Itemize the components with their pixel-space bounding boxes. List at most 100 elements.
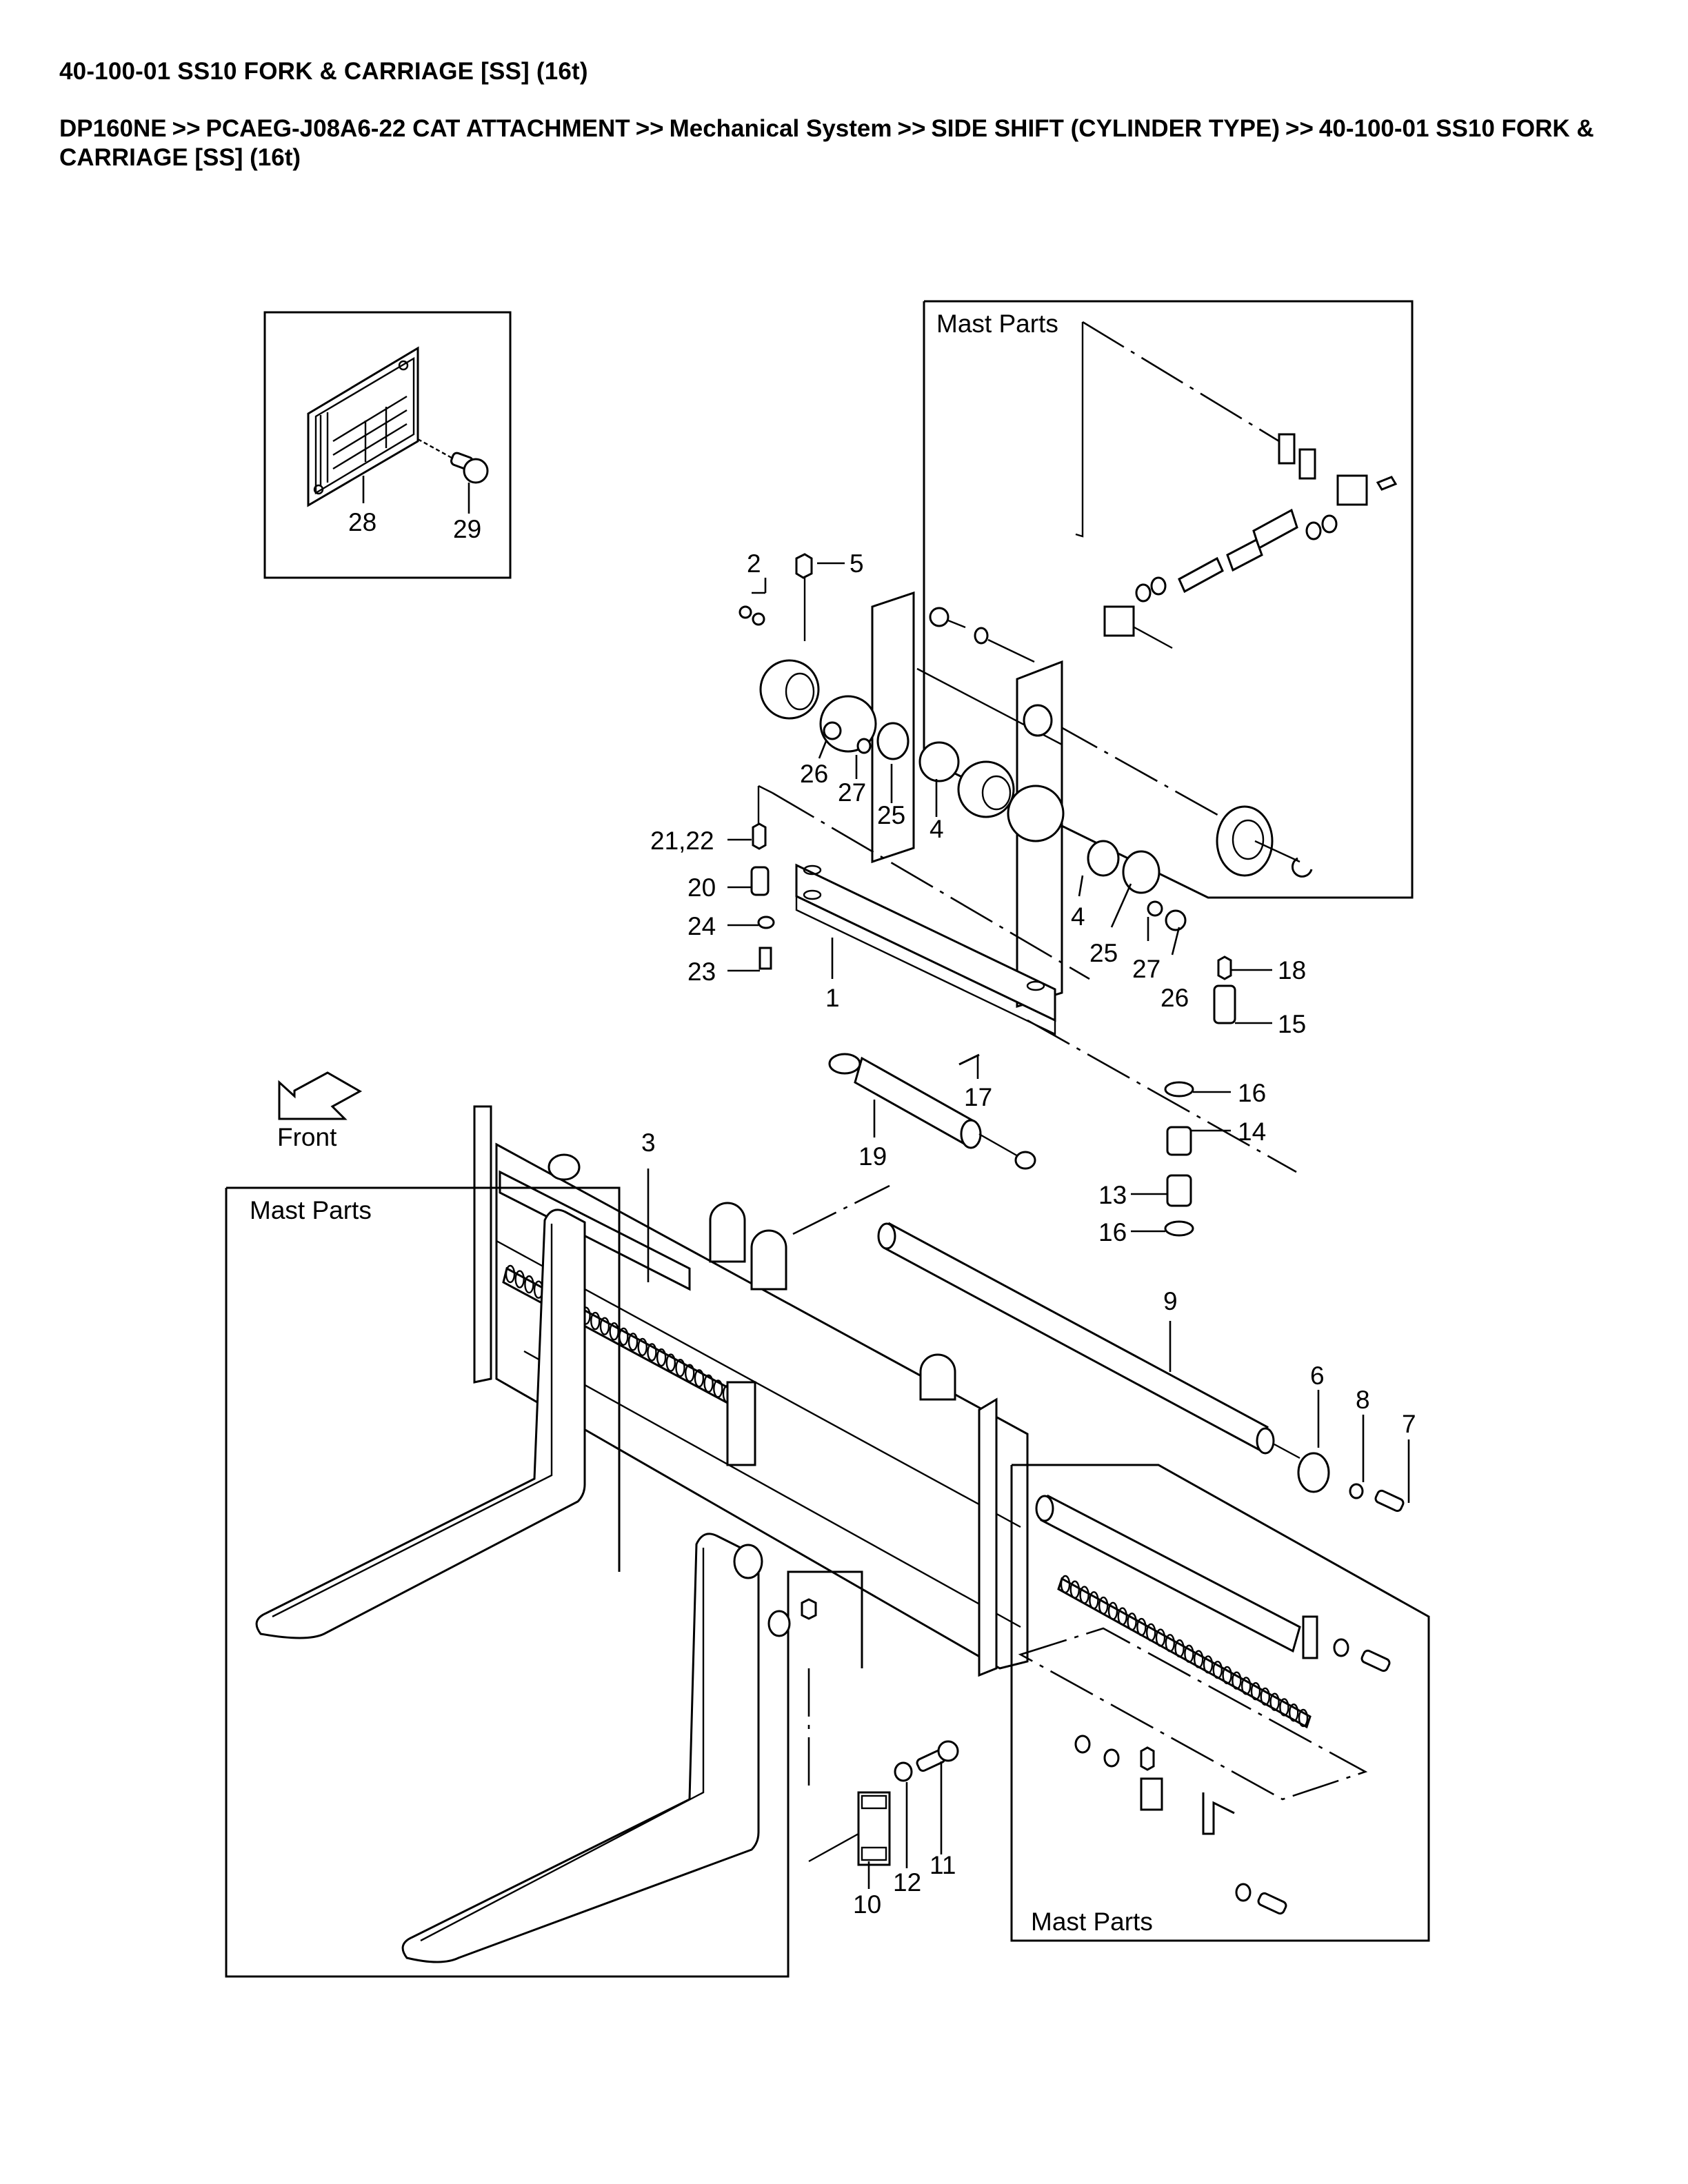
callout-16a: 16 — [1238, 1079, 1266, 1107]
shaft-coil — [627, 1333, 639, 1351]
shaft-coil — [1260, 1687, 1271, 1706]
callout-10: 10 — [853, 1890, 881, 1919]
shaft-coil — [1174, 1639, 1185, 1658]
breadcrumb-item-attachment[interactable]: PCAEG-J08A6-22 CAT ATTACHMENT — [205, 115, 630, 142]
shaft-coil — [656, 1348, 667, 1367]
callout-labels: 2 5 26 27 25 4 21,22 20 24 23 1 4 25 27 … — [641, 549, 1416, 1919]
fork-right — [401, 1533, 763, 1963]
shaft-coil — [1193, 1650, 1204, 1668]
shaft-coil — [1089, 1591, 1099, 1610]
shaft-coil — [685, 1364, 695, 1382]
shaft-coil — [1098, 1596, 1109, 1615]
breadcrumb-item-model[interactable]: DP160NE — [59, 115, 167, 142]
shaft-coil — [665, 1353, 676, 1372]
mast-bolt-washer — [929, 607, 1035, 663]
breadcrumb-separator: >> — [172, 115, 201, 142]
callout-25a: 25 — [877, 801, 905, 829]
breadcrumb: DP160NE>>PCAEG-J08A6-22 CAT ATTACHMENT>>… — [59, 114, 1645, 172]
shaft-coil — [675, 1358, 685, 1377]
shaft-coil — [1145, 1623, 1156, 1642]
mast-parts-inset-left: Mast Parts — [225, 1186, 863, 1978]
callout-14: 14 — [1238, 1118, 1266, 1146]
callout-3: 3 — [641, 1129, 656, 1157]
shaft-coil — [1127, 1612, 1137, 1631]
shaft-coil — [713, 1379, 723, 1398]
shaft-coil — [1250, 1681, 1261, 1701]
callout-21-22: 21,22 — [650, 827, 714, 855]
shaft-coil — [1184, 1644, 1194, 1664]
callout-16b: 16 — [1098, 1218, 1127, 1246]
shaft-coil — [1212, 1660, 1223, 1679]
mast-roller-parts — [1103, 433, 1398, 649]
shaft-coil — [1269, 1692, 1280, 1711]
shaft-coil — [1222, 1666, 1232, 1685]
shaft-coil — [647, 1343, 657, 1362]
callout-29: 29 — [453, 515, 481, 543]
nameplate-inset: 28 29 — [263, 311, 512, 579]
callout-24: 24 — [687, 912, 716, 940]
shaft-coil — [1060, 1575, 1071, 1594]
callout-26a: 26 — [800, 760, 828, 788]
breadcrumb-separator: >> — [635, 115, 664, 142]
callout-20: 20 — [687, 873, 716, 902]
shaft-coil — [505, 1264, 516, 1284]
shaft-coil — [703, 1374, 714, 1393]
callout-18: 18 — [1278, 956, 1306, 984]
callout-11: 11 — [930, 1851, 956, 1879]
shaft-coil — [1240, 1677, 1252, 1695]
page-title: 40-100-01 SS10 FORK & CARRIAGE [SS] (16t… — [59, 58, 588, 85]
front-direction: Front — [277, 1071, 363, 1151]
callout-23: 23 — [687, 958, 716, 986]
callout-13: 13 — [1098, 1181, 1127, 1209]
mast-parts-inset-top: Mast Parts — [923, 300, 1414, 899]
shaft-coil — [1117, 1607, 1128, 1626]
breadcrumb-separator: >> — [897, 115, 926, 142]
leader-lines — [647, 562, 1410, 1889]
shaft-coil — [599, 1317, 610, 1335]
callout-15: 15 — [1278, 1010, 1306, 1038]
shaft-coil — [514, 1270, 525, 1288]
shaft-coil — [1165, 1634, 1176, 1652]
shaft-coil — [524, 1275, 534, 1294]
callout-1: 1 — [825, 984, 840, 1012]
callout-28: 28 — [348, 508, 376, 536]
mast-parts-inset-bottom: Mast Parts — [1010, 1464, 1430, 1942]
shaft-coil — [1107, 1601, 1118, 1621]
front-arrow-icon — [278, 1071, 363, 1120]
callout-12: 12 — [893, 1868, 921, 1897]
callout-4b: 4 — [1071, 902, 1085, 931]
callout-4a: 4 — [930, 815, 944, 843]
shaft-coil — [1288, 1703, 1299, 1722]
shaft-coil — [1079, 1586, 1089, 1604]
shaft-coil — [1155, 1628, 1166, 1647]
side-shift-rods — [792, 1184, 1405, 1513]
breadcrumb-separator: >> — [1285, 115, 1314, 142]
callout-8: 8 — [1356, 1386, 1370, 1414]
shaft-coil — [637, 1337, 647, 1357]
shaft-coil — [1232, 1671, 1242, 1690]
callout-26b: 26 — [1160, 984, 1189, 1012]
fork-stop-parts — [857, 1740, 959, 1866]
mast-main-roller — [1054, 722, 1313, 878]
breadcrumb-item-system[interactable]: Mechanical System — [669, 115, 892, 142]
callout-7: 7 — [1402, 1410, 1416, 1438]
callout-5: 5 — [850, 549, 864, 578]
callout-9: 9 — [1163, 1287, 1178, 1315]
shaft-coil — [1203, 1655, 1214, 1674]
mast-parts-label-bottom: Mast Parts — [1031, 1908, 1153, 1936]
callout-6: 6 — [1310, 1362, 1325, 1390]
shaft-coil — [1298, 1708, 1309, 1728]
side-shift-assembly — [738, 553, 1297, 1237]
callout-19: 19 — [858, 1142, 887, 1171]
mast-parts-label-top: Mast Parts — [936, 310, 1058, 338]
breadcrumb-item-current: 40-100-01 SS10 FORK & CARRIAGE [SS] (16t… — [59, 115, 1594, 171]
nameplate-drawing — [307, 346, 419, 507]
shaft-coil — [694, 1369, 705, 1388]
bottom-shaft-coils — [1060, 1575, 1309, 1728]
nameplate-inset-frame — [263, 311, 512, 579]
breadcrumb-item-group[interactable]: SIDE SHIFT (CYLINDER TYPE) — [931, 115, 1280, 142]
callout-27a: 27 — [838, 778, 866, 807]
shaft-coil — [1136, 1617, 1147, 1637]
callout-27b: 27 — [1132, 955, 1160, 983]
